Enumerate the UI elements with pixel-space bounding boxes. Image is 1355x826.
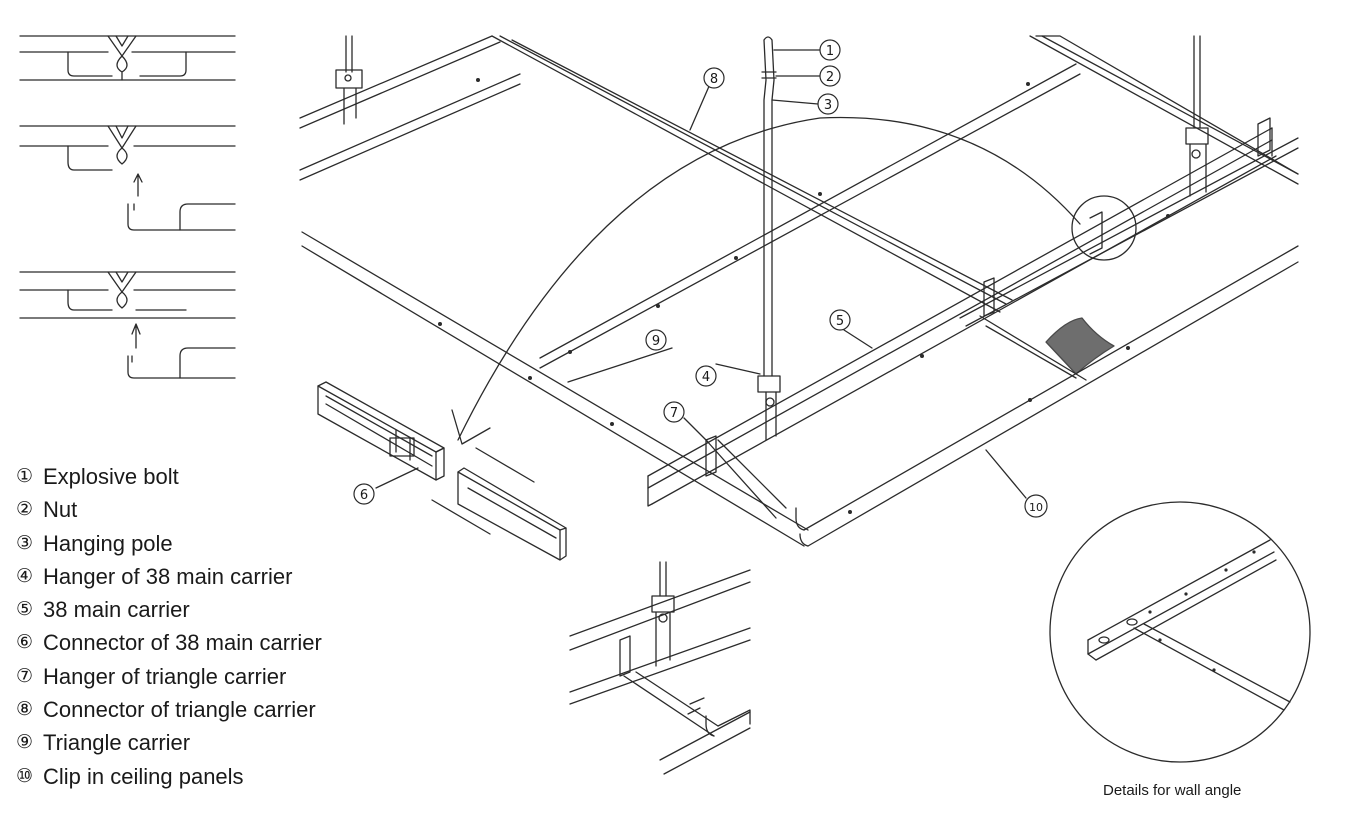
ceiling-frame — [299, 35, 1299, 547]
legend-label: Connector of 38 main carrier — [43, 630, 322, 656]
callout-markers: 1 2 3 4 5 6 7 8 9 10 — [353, 39, 1048, 518]
legend-label: Hanger of triangle carrier — [43, 663, 287, 689]
legend-item: ③ Hanging pole — [16, 527, 322, 560]
legend-item: ⑧ Connector of triangle carrier — [16, 693, 322, 726]
main-carrier-connector — [317, 381, 567, 561]
legend-item: ④ Hanger of 38 main carrier — [16, 560, 322, 593]
hanging-rod-right — [1185, 35, 1209, 197]
callout-leaders — [375, 49, 1027, 499]
legend-number: ⑤ — [16, 599, 34, 621]
svg-text:10: 10 — [1029, 501, 1043, 514]
parts-legend: ① Explosive bolt ② Nut ③ Hanging pole ④ Hang… — [16, 460, 322, 793]
clip-detail-3 — [19, 271, 236, 379]
hanging-rod-left — [335, 35, 363, 125]
legend-number: ⑥ — [16, 632, 34, 654]
svg-text:2: 2 — [826, 70, 834, 85]
callout-9: 9 — [645, 329, 667, 351]
callout-6: 6 — [353, 483, 375, 505]
legend-label: Connector of triangle carrier — [43, 697, 316, 723]
svg-text:9: 9 — [652, 334, 660, 349]
legend-label: Explosive bolt — [43, 464, 179, 489]
legend-number: ② — [16, 499, 34, 521]
triangle-carrier-hangers — [705, 117, 1271, 477]
legend-number: ⑧ — [16, 699, 34, 721]
legend-item: ② Nut — [16, 493, 322, 526]
legend-label: Clip in ceiling panels — [43, 763, 244, 789]
svg-text:7: 7 — [670, 406, 678, 421]
legend-label: Hanger of 38 main carrier — [43, 563, 293, 589]
legend-number: ⑦ — [16, 665, 34, 687]
legend-item: ⑤ 38 main carrier — [16, 593, 322, 626]
svg-text:1: 1 — [826, 44, 834, 59]
legend-label: Nut — [43, 497, 78, 523]
callout-10: 10 — [1024, 494, 1048, 518]
callout-5: 5 — [829, 309, 851, 331]
hanging-rod-center — [757, 36, 781, 441]
legend-label: Hanging pole — [43, 530, 173, 556]
legend-item: ⑥ Connector of 38 main carrier — [16, 626, 322, 659]
legend-label: 38 main carrier — [43, 597, 190, 623]
svg-text:3: 3 — [824, 98, 832, 113]
panel-section-hatch — [1045, 317, 1115, 375]
legend-label: Triangle carrier — [43, 730, 191, 756]
svg-text:8: 8 — [710, 72, 718, 87]
hanger-closeup — [569, 561, 751, 775]
callout-8: 8 — [703, 67, 725, 89]
legend-number: ③ — [16, 532, 34, 554]
legend-number: ⑩ — [16, 765, 34, 787]
legend-item: ⑨ Triangle carrier — [16, 726, 322, 759]
clip-detail-1 — [19, 35, 236, 81]
wall-angle-detail — [1049, 501, 1311, 763]
svg-text:6: 6 — [360, 488, 368, 503]
legend-number: ① — [16, 466, 34, 487]
legend-item: ⑩ Clip in ceiling panels — [16, 760, 322, 793]
clip-detail-2 — [19, 125, 236, 231]
legend-item: ① Explosive bolt — [16, 460, 322, 493]
detail-arrow — [451, 116, 1137, 445]
callout-2: 2 — [819, 65, 841, 87]
wall-angle-caption: Details for wall angle — [1103, 782, 1242, 799]
callout-4: 4 — [695, 365, 717, 387]
legend-number: ④ — [16, 565, 34, 587]
callout-1: 1 — [819, 39, 841, 61]
callout-3: 3 — [817, 93, 839, 115]
legend-number: ⑨ — [16, 732, 34, 754]
legend-item: ⑦ Hanger of triangle carrier — [16, 660, 322, 693]
svg-text:4: 4 — [702, 370, 710, 385]
svg-text:5: 5 — [836, 314, 844, 329]
callout-7: 7 — [663, 401, 685, 423]
